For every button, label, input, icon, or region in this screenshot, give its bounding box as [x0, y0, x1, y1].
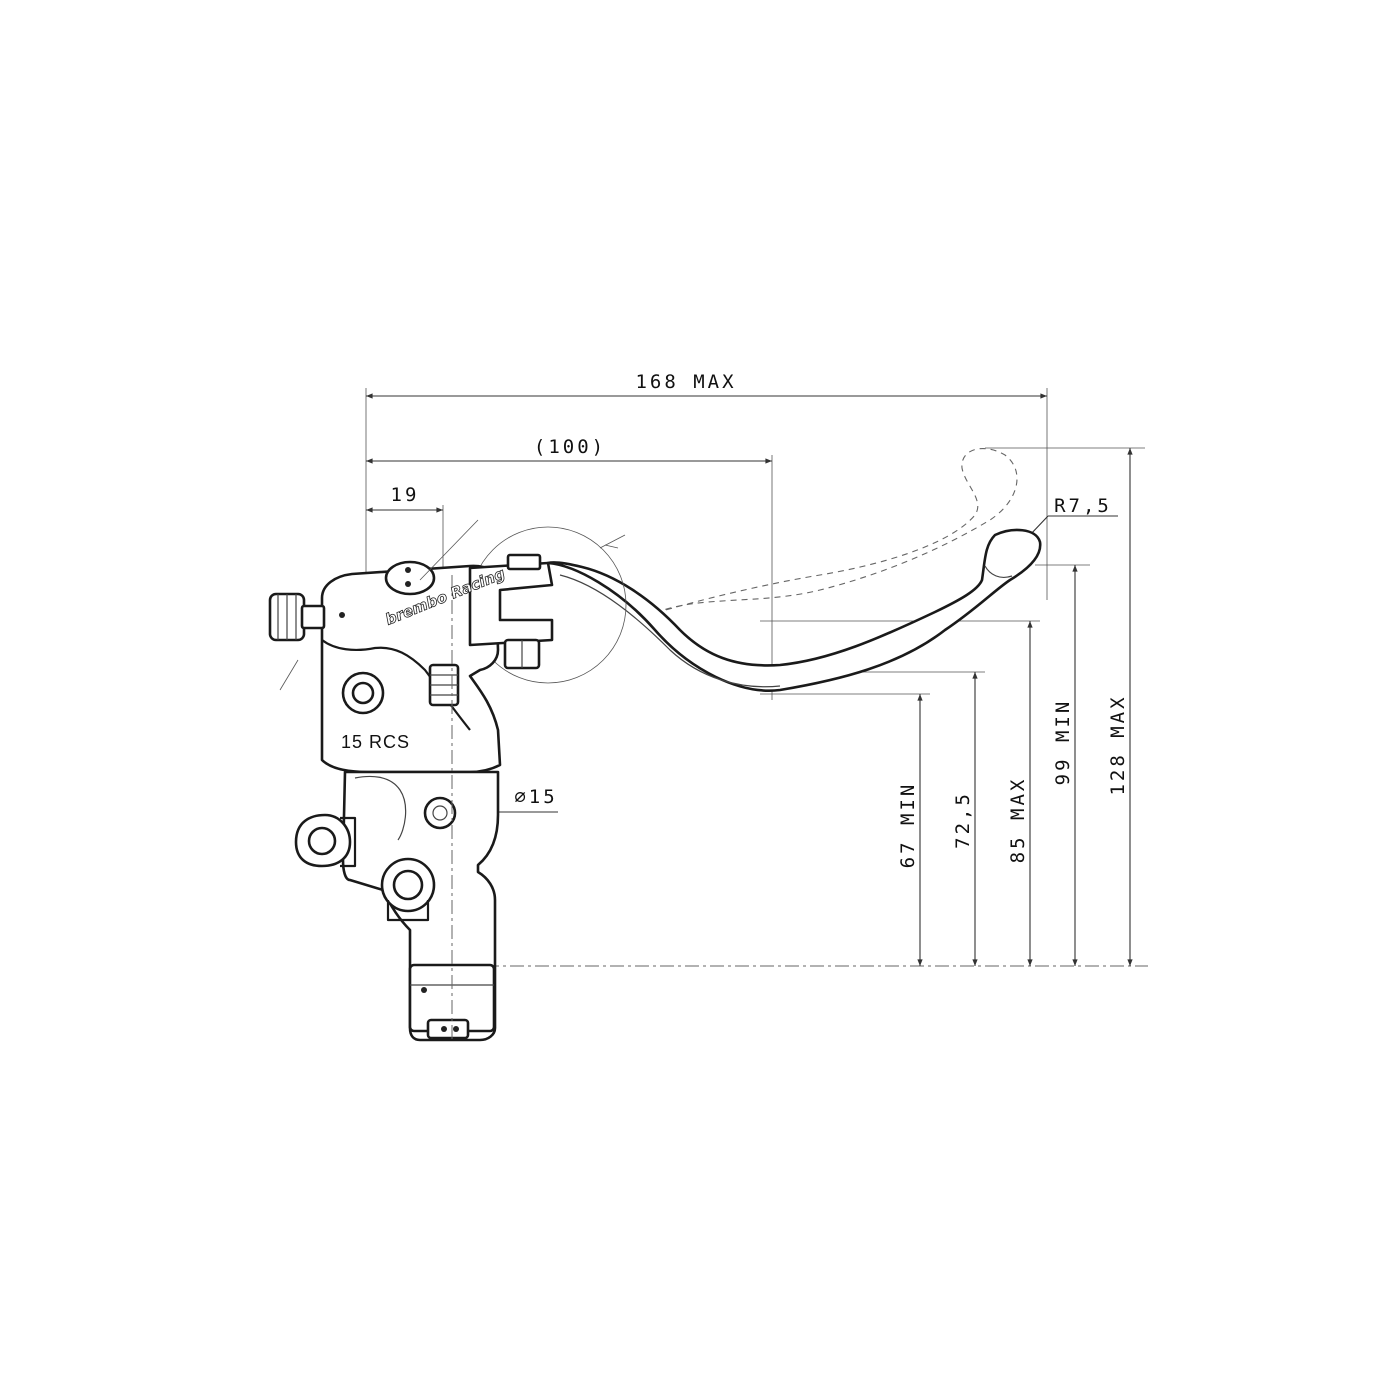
dim-85-label: 85 MAX: [1007, 777, 1029, 864]
dim-19-label: 19: [391, 484, 420, 506]
dim-168-label: 168 MAX: [635, 371, 736, 393]
model-label: 15 RCS: [341, 732, 410, 752]
dim-67-label: 67 MIN: [897, 782, 919, 869]
dim-99-label: 99 MIN: [1052, 699, 1074, 786]
dimension-lines: [365, 388, 1148, 967]
dim-128-label: 128 MAX: [1107, 694, 1129, 795]
pivot-assembly: [339, 519, 554, 1040]
remote-adjuster: [268, 592, 326, 691]
master-cylinder-body: [294, 564, 502, 1042]
dim-72-label: 72,5: [952, 791, 974, 849]
dimension-labels: 168 MAX (100) 19 R7,5 ∅15 67 MIN 72,5 85…: [391, 371, 1129, 868]
radius-label: R7,5: [1054, 495, 1112, 517]
diameter-label: ∅15: [514, 786, 557, 808]
lever: [546, 528, 1042, 692]
lever-alternate-position: [654, 448, 1018, 614]
dim-100-label: (100): [534, 436, 606, 458]
